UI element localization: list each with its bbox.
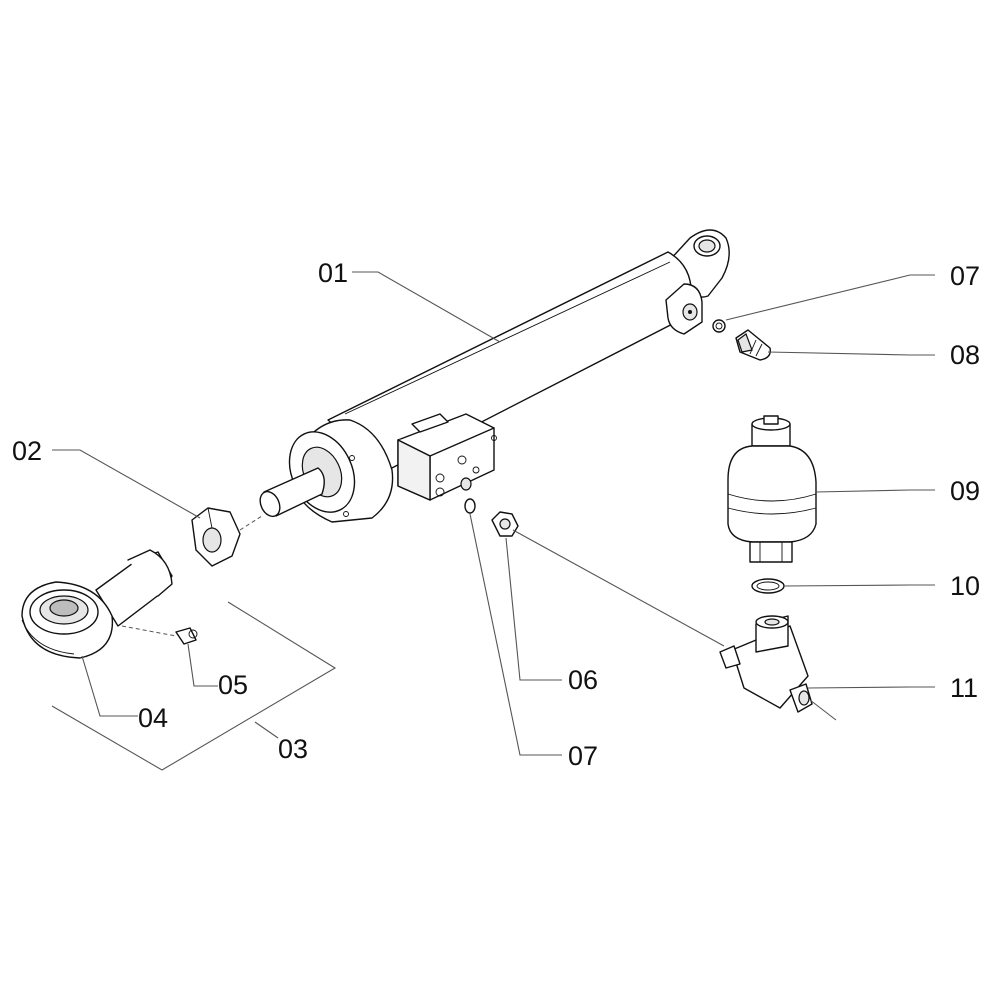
leader-lines	[51, 271, 935, 771]
valve-block	[397, 413, 497, 501]
callout-01: 01	[318, 258, 348, 288]
callout-11: 11	[950, 673, 978, 703]
fitting-08	[735, 329, 771, 361]
callout-02: 02	[12, 436, 42, 466]
tee-fitting-11	[719, 615, 813, 713]
rear-port-boss	[665, 283, 703, 335]
grease-nipple-05	[175, 627, 198, 645]
jam-nut-02	[191, 507, 241, 567]
seal-ring-10	[751, 578, 785, 594]
accumulator-09	[727, 415, 817, 563]
nut-06	[491, 511, 519, 537]
callout-05: 05	[218, 670, 248, 700]
callout-03: 03	[278, 734, 308, 764]
callout-04: 04	[138, 703, 168, 733]
o-ring-lower	[464, 498, 476, 514]
rod-end-eye-04	[21, 549, 173, 659]
callout-07-lower: 07	[568, 741, 598, 771]
callout-10: 10	[950, 571, 980, 601]
callout-08: 08	[950, 340, 980, 370]
callout-07-upper: 07	[950, 261, 980, 291]
piston-rod	[259, 467, 325, 518]
cylinder-assembly	[259, 229, 730, 523]
callout-06: 06	[568, 665, 598, 695]
callout-09: 09	[950, 476, 980, 506]
cylinder-barrel	[327, 251, 692, 471]
o-ring-upper	[712, 319, 726, 333]
